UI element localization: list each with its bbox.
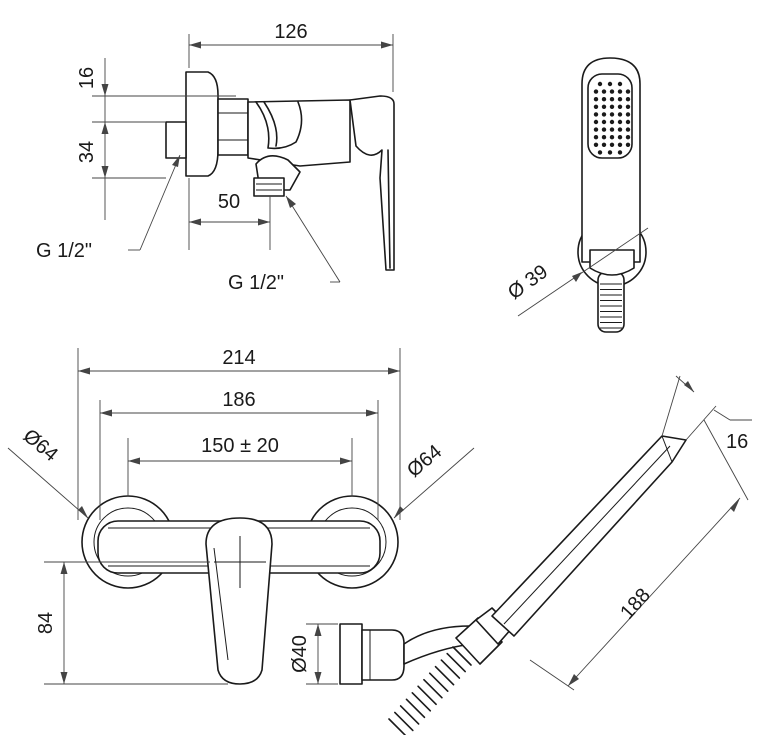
dim-width-126: 126: [274, 21, 307, 43]
spray-nozzle: [597, 150, 603, 155]
spray-nozzle: [601, 89, 607, 94]
dim-overall-214: 214: [222, 347, 255, 369]
spray-nozzle: [617, 142, 623, 147]
spray-nozzle: [601, 112, 607, 117]
spray-nozzle: [601, 119, 607, 125]
spray-nozzle: [607, 150, 613, 155]
hose-rib: [452, 646, 472, 666]
spray-nozzle: [609, 127, 615, 132]
front-view: 214 186 150 ± 20 Ø64 Ø64 84: [7, 347, 475, 685]
spray-nozzle: [593, 112, 599, 117]
spray-nozzle: [601, 142, 607, 147]
spray-nozzle: [617, 119, 623, 125]
spray-nozzle: [593, 127, 599, 132]
hose-rib: [434, 665, 455, 686]
spray-nozzle: [593, 89, 599, 94]
spray-nozzle: [609, 104, 615, 110]
dim-offset-16: 16: [76, 67, 98, 89]
dim-holder-40: Ø40: [289, 635, 311, 673]
spray-nozzle: [609, 119, 615, 125]
hose-rib: [405, 698, 426, 719]
hose-rib: [388, 718, 407, 735]
thread-inlet: G 1/2": [36, 240, 92, 262]
spray-nozzle: [625, 104, 631, 110]
hose-rib: [417, 685, 437, 706]
spray-nozzle: [609, 97, 615, 102]
spray-nozzle: [609, 142, 615, 147]
dim-centers-150: 150 ± 20: [201, 435, 279, 457]
hose-rib: [428, 672, 449, 692]
dim-depth-50: 50: [218, 191, 240, 213]
spray-nozzle: [617, 104, 623, 110]
hose-rib: [446, 652, 466, 673]
spray-nozzle: [625, 89, 631, 94]
spray-nozzle: [593, 142, 599, 147]
hose-rib: [399, 705, 420, 725]
spray-nozzle: [597, 81, 603, 87]
spray-nozzle: [625, 135, 631, 140]
spray-nozzle: [617, 150, 623, 155]
spray-nozzle: [609, 89, 615, 94]
spray-nozzle: [601, 97, 607, 102]
dim-right-cover-64: Ø64: [403, 441, 446, 482]
spray-nozzle: [625, 112, 631, 117]
spray-nozzle: [593, 104, 599, 110]
spray-nozzle: [617, 112, 623, 117]
spray-nozzle: [617, 81, 623, 87]
dim-left-cover-64: Ø64: [19, 425, 62, 466]
spray-nozzle: [593, 97, 599, 102]
spray-nozzle: [617, 97, 623, 102]
spray-nozzle: [617, 127, 623, 132]
spray-nozzle: [617, 135, 623, 140]
dim-length-188: 188: [616, 584, 655, 624]
spray-nozzle: [601, 104, 607, 110]
spray-nozzle: [625, 142, 631, 147]
hose-rib: [411, 692, 432, 712]
hose-rib: [423, 678, 443, 699]
side-view: 126 16 34 50 G 1/2" G 1/2": [36, 21, 395, 294]
spray-nozzle: [625, 97, 631, 102]
spray-nozzle: [609, 112, 615, 117]
spray-nozzle: [601, 127, 607, 132]
dim-head-16: 16: [726, 431, 748, 453]
spray-nozzle: [601, 135, 607, 140]
spray-nozzle: [593, 119, 599, 125]
spray-nozzle: [607, 81, 613, 87]
spray-nozzle: [609, 135, 615, 140]
hose-rib: [394, 711, 414, 732]
thread-outlet: G 1/2": [228, 272, 284, 294]
spray-nozzle: [625, 127, 631, 132]
dim-height-84: 84: [35, 612, 57, 634]
hose-rib: [440, 659, 461, 679]
dim-span-186: 186: [222, 389, 255, 411]
handshower-top-view: Ø 39: [504, 57, 649, 333]
spray-nozzle: [617, 89, 623, 94]
dim-height-34: 34: [76, 141, 98, 163]
spray-nozzle: [625, 119, 631, 125]
spray-nozzle: [593, 135, 599, 140]
